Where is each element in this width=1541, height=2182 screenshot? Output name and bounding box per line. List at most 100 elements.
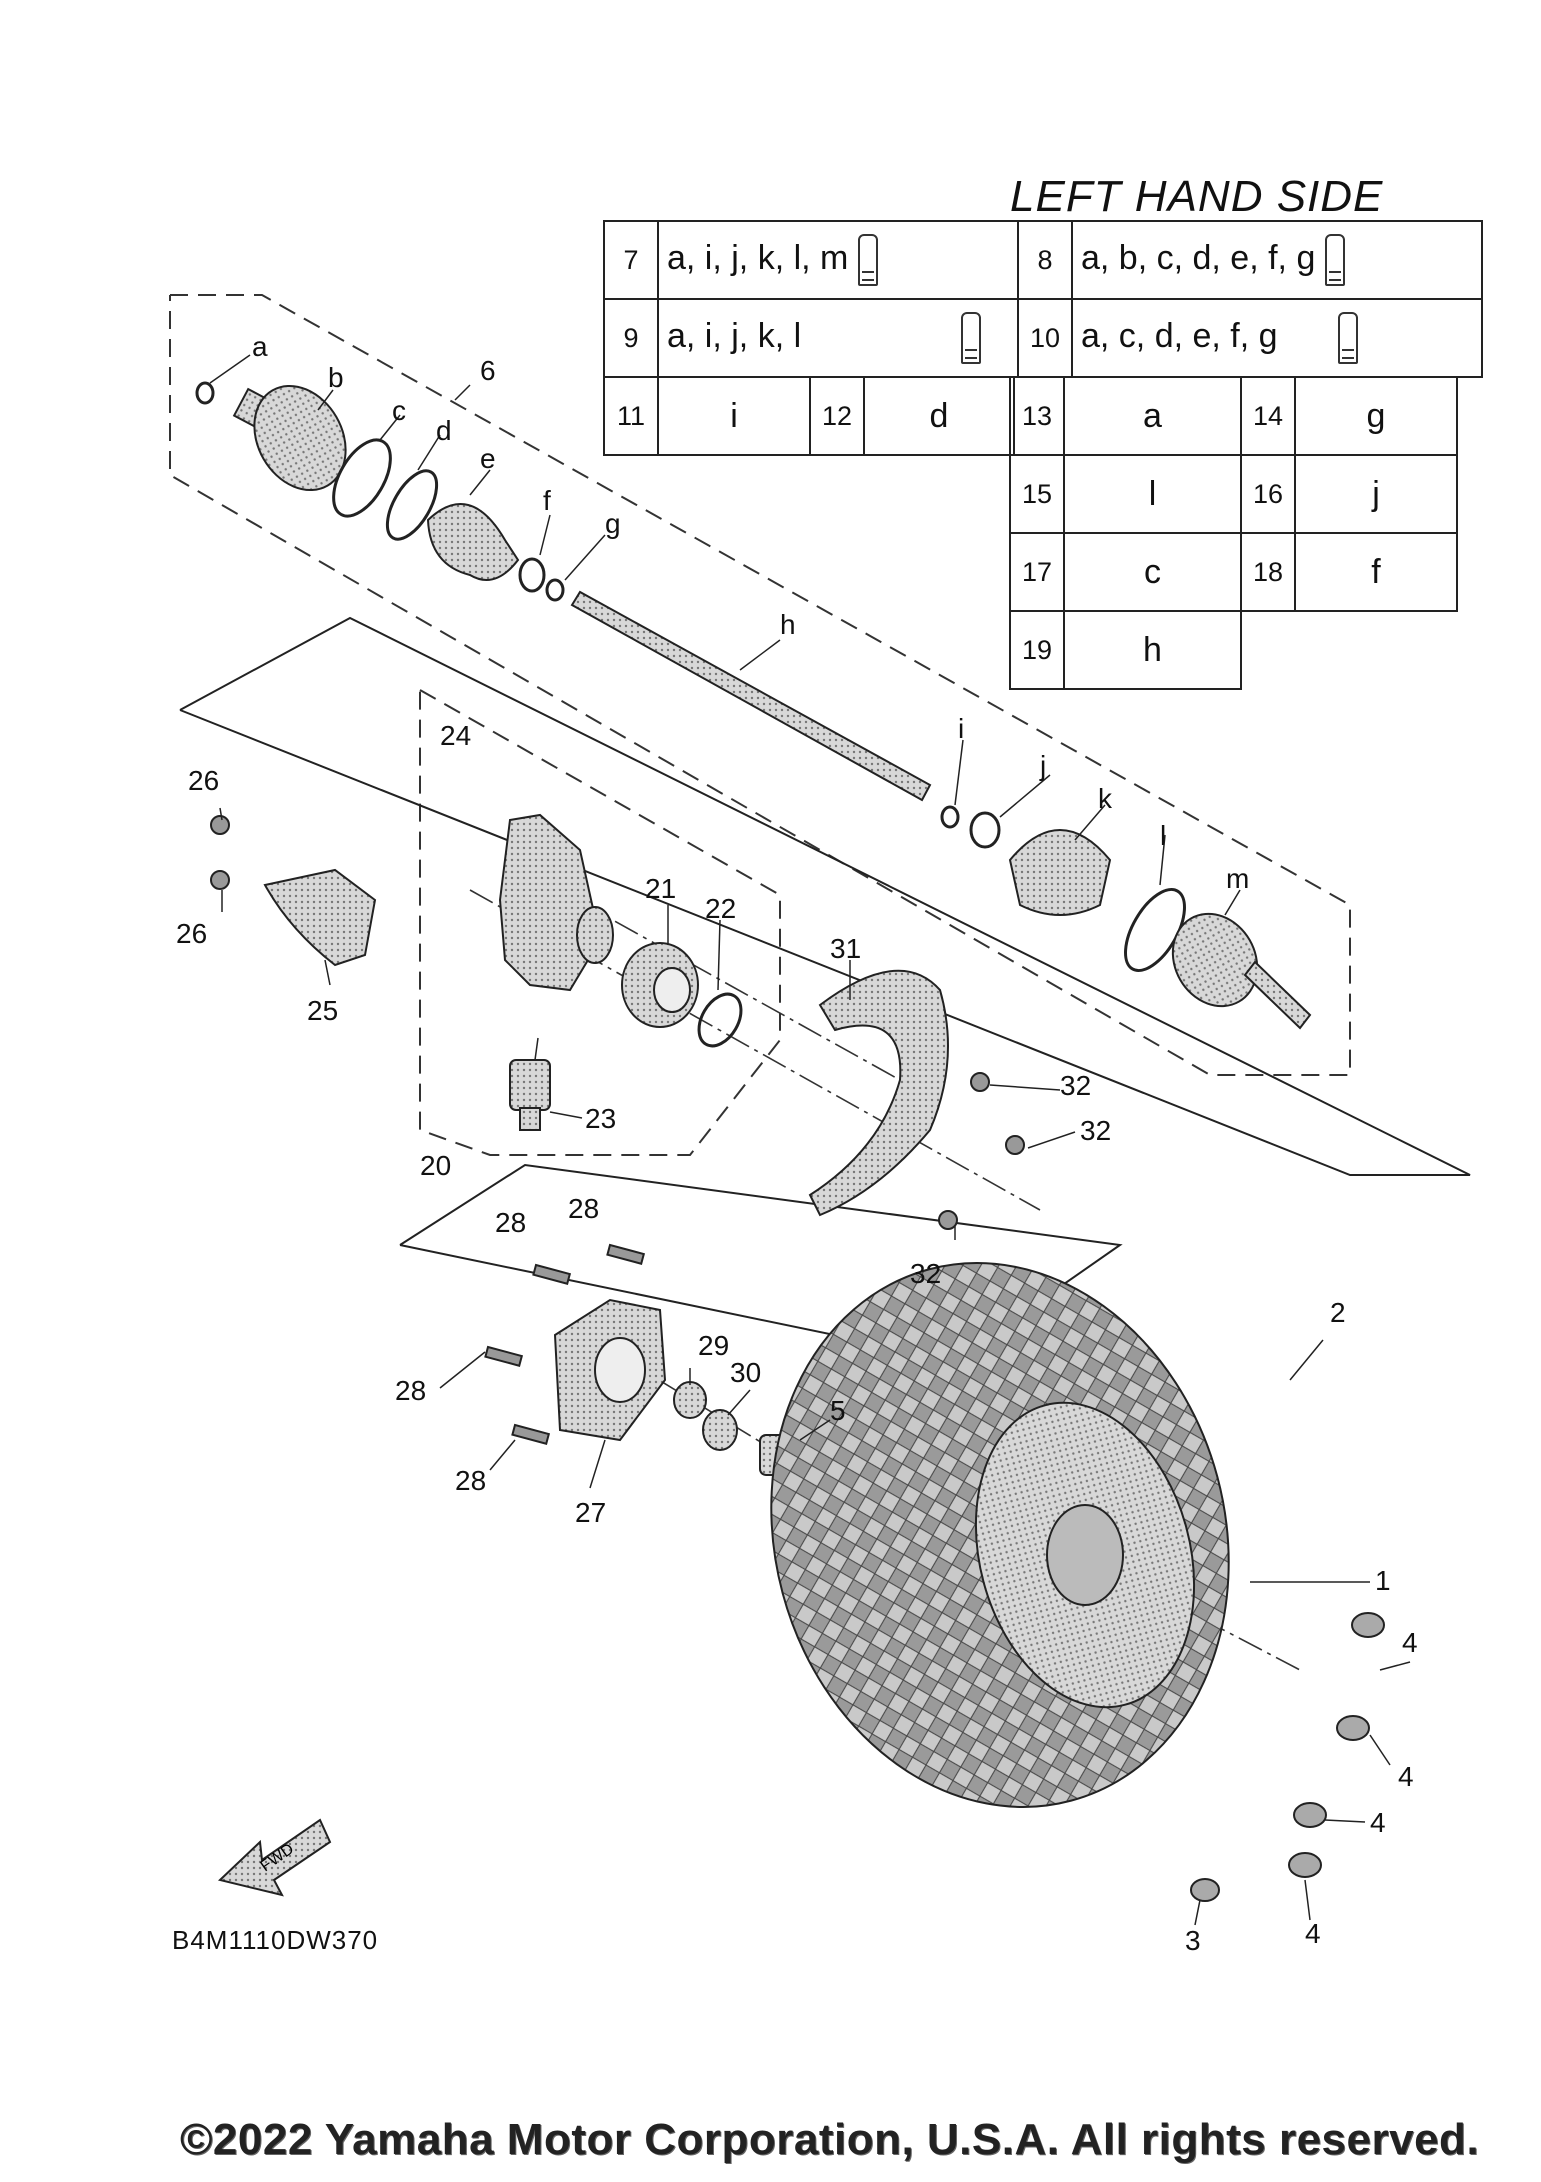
- callout-3: 3: [1185, 1925, 1201, 1956]
- callout-30: 30: [730, 1357, 761, 1388]
- callout-a: a: [252, 331, 268, 362]
- ref-num: 16: [1240, 454, 1296, 534]
- steering-knuckle: [498, 813, 614, 992]
- ref-num: 7: [603, 220, 659, 300]
- callout-h: h: [780, 609, 796, 640]
- callout-j: j: [1039, 750, 1046, 781]
- callout-26b: 26: [176, 918, 207, 949]
- callout-23: 23: [585, 1103, 616, 1134]
- disc-guard-bolts: [938, 1072, 1025, 1230]
- assembly-outlines: [179, 616, 1471, 1362]
- reference-table-last: 19 h: [1009, 610, 1242, 690]
- callout-1: 1: [1375, 1565, 1391, 1596]
- callout-28c: 28: [395, 1375, 426, 1406]
- callout-b: b: [328, 362, 344, 393]
- cv-boots: [426, 503, 1112, 916]
- ref-num: 8: [1017, 220, 1073, 300]
- forward-arrow-icon: FWD: [217, 1818, 332, 1897]
- callout-d: d: [436, 415, 452, 446]
- ref-num: 10: [1017, 298, 1073, 378]
- callout-i: i: [958, 713, 964, 744]
- callout-28d: 28: [455, 1465, 486, 1496]
- leader-lines: [209, 354, 1411, 1926]
- ref-list: a, i, j, k, l, m: [657, 220, 1019, 300]
- ref-num: 19: [1009, 610, 1065, 690]
- table-row: 11 i 12 d: [603, 376, 1015, 456]
- table-row: 13 a 14 g: [1009, 376, 1458, 456]
- copyright-notice: ©2022 Yamaha Motor Corporation, U.S.A. A…: [180, 2115, 1480, 2164]
- ref-value: j: [1294, 454, 1458, 534]
- wheel-bearing: [621, 942, 699, 1028]
- callout-f: f: [543, 485, 551, 516]
- reference-table-top: 7 a, i, j, k, l, m 8 a, b, c, d, e, f, g…: [603, 220, 1483, 378]
- reference-table-row3-left: 11 i 12 d: [603, 376, 1015, 456]
- outer-cv-joint: [1171, 912, 1312, 1030]
- callout-4a: 4: [1402, 1627, 1418, 1658]
- ref-num: 11: [603, 376, 659, 456]
- inner-cv-joint: [232, 384, 347, 492]
- driveshaft-group-outline: [169, 294, 1351, 1076]
- callout-25: 25: [307, 995, 338, 1026]
- ref-list: a, b, c, d, e, f, g: [1071, 220, 1483, 300]
- drive-shaft: [570, 590, 932, 802]
- callout-32c: 32: [910, 1258, 941, 1289]
- ref-num: 17: [1009, 532, 1065, 612]
- callout-20: 20: [420, 1150, 451, 1181]
- callout-g: g: [605, 508, 621, 539]
- callout-6: 6: [480, 355, 496, 386]
- callout-2: 2: [1330, 1297, 1346, 1328]
- lug-nuts: [1190, 1612, 1385, 1902]
- ref-value: l: [1063, 454, 1242, 534]
- callout-e: e: [480, 443, 496, 474]
- reference-table-right: 13 a 14 g 15 l 16 j 17 c 18 f: [1009, 376, 1458, 612]
- callout-27: 27: [575, 1497, 606, 1528]
- callout-26a: 26: [188, 765, 219, 796]
- callout-28b: 28: [568, 1193, 599, 1224]
- ball-joint: [509, 1059, 551, 1131]
- knuckle-guard: [263, 868, 377, 967]
- diagram-title: LEFT HAND SIDE: [1010, 172, 1384, 221]
- callout-29: 29: [698, 1330, 729, 1361]
- ref-list: a, c, d, e, f, g: [1071, 298, 1483, 378]
- callout-24: 24: [440, 720, 471, 751]
- hub-studs: [484, 1243, 646, 1445]
- ref-num: 12: [809, 376, 865, 456]
- callout-32b: 32: [1080, 1115, 1111, 1146]
- callout-22: 22: [705, 893, 736, 924]
- ref-num: 13: [1009, 376, 1065, 456]
- perforated-disc-guard: [808, 969, 949, 1217]
- grease-tube-icon: [858, 234, 879, 286]
- grease-tube-icon: [1337, 312, 1358, 364]
- callout-k: k: [1098, 783, 1113, 814]
- guard-bolts: [210, 815, 230, 890]
- callout-32a: 32: [1060, 1070, 1091, 1101]
- table-row: 15 l 16 j: [1009, 454, 1458, 534]
- ref-value: d: [863, 376, 1015, 456]
- callout-4c: 4: [1370, 1807, 1386, 1838]
- ref-num: 9: [603, 298, 659, 378]
- table-row: 19 h: [1009, 610, 1242, 690]
- ref-value: c: [1063, 532, 1242, 612]
- knuckle-group-outline: [419, 689, 781, 1156]
- grease-tube-icon: [961, 312, 982, 364]
- ref-value: a: [1063, 376, 1242, 456]
- callout-l: l: [1160, 820, 1166, 851]
- ref-value: f: [1294, 532, 1458, 612]
- table-row: 9 a, i, j, k, l 10 a, c, d, e, f, g: [603, 298, 1483, 378]
- table-row: 17 c 18 f: [1009, 532, 1458, 612]
- grease-tube-icon: [1325, 234, 1346, 286]
- clamp-rings: [195, 381, 1186, 1048]
- tire-and-wheel: [770, 1262, 1230, 1808]
- callout-m: m: [1226, 863, 1249, 894]
- callout-4b: 4: [1398, 1761, 1414, 1792]
- callout-4d: 4: [1305, 1918, 1321, 1949]
- ref-value: i: [657, 376, 811, 456]
- ref-value: g: [1294, 376, 1458, 456]
- ref-num: 14: [1240, 376, 1296, 456]
- diagram-code: B4M1110DW370: [172, 1925, 379, 1955]
- ref-value: h: [1063, 610, 1242, 690]
- callout-c: c: [392, 395, 406, 426]
- callout-28a: 28: [495, 1207, 526, 1238]
- wheel-hub: [553, 1298, 667, 1442]
